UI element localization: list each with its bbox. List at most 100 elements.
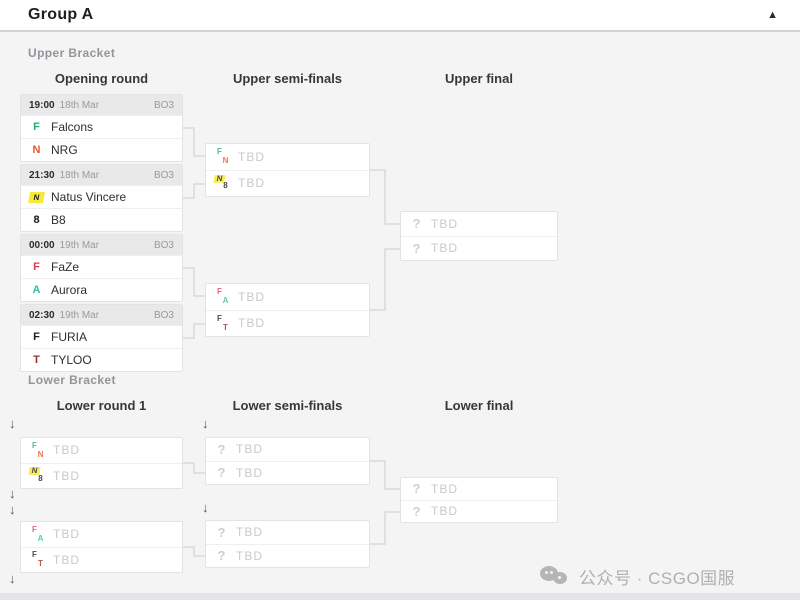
slot-label: TBD	[236, 465, 263, 480]
watermark-text: 公众号 · CSGO国服	[579, 569, 736, 588]
candidate-logos: F A	[29, 524, 46, 544]
match-format: BO3	[153, 309, 174, 321]
candidate-logos: N 8	[213, 174, 231, 192]
match-header: 00:00 19th Mar BO3	[21, 235, 182, 255]
match-card[interactable]: 21:30 18th Mar BO3 N Natus Vincere 8 B8	[20, 164, 183, 232]
team-slot: N 8 TBD	[21, 462, 182, 489]
tyloo-logo-icon: T	[33, 353, 40, 366]
match-card[interactable]: 00:00 19th Mar BO3 F FaZe A Aurora	[20, 234, 183, 302]
column-header-lower-semi-finals: Lower semi-finals	[232, 398, 343, 413]
candidate-logos: F T	[214, 313, 231, 333]
match-card[interactable]: F N TBD N 8 TBD	[20, 437, 183, 489]
candidate-logos: F A	[214, 287, 231, 307]
question-icon: ?	[412, 216, 421, 232]
match-format: BO3	[153, 99, 174, 111]
team-name: NRG	[51, 143, 78, 157]
faze-logo-icon: F	[33, 260, 40, 273]
team-name: B8	[51, 213, 66, 227]
match-card[interactable]: F A TBD F T TBD	[205, 283, 370, 337]
b8-logo-icon: 8	[33, 213, 40, 226]
match-header: 21:30 18th Mar BO3	[21, 165, 182, 185]
faze-logo-icon: F	[32, 524, 37, 534]
nrg-logo-icon: N	[222, 156, 229, 166]
team-name: Falcons	[51, 120, 94, 134]
match-date: 18th Mar	[59, 99, 100, 111]
team-row: N Natus Vincere	[21, 185, 182, 208]
slot-label: TBD	[431, 481, 458, 496]
question-icon: ?	[412, 481, 421, 497]
match-format: BO3	[153, 169, 174, 181]
column-header-upper-final: Upper final	[445, 71, 513, 86]
collapse-icon[interactable]: ▲	[767, 8, 778, 21]
b8-logo-icon: 8	[223, 181, 228, 191]
slot-label: TBD	[431, 504, 458, 519]
slot-label: TBD	[53, 552, 80, 567]
drop-down-icon: ↓	[9, 416, 16, 431]
candidate-logos: F T	[29, 550, 46, 570]
team-slot: ? TBD	[401, 499, 557, 523]
match-card[interactable]: 02:30 19th Mar BO3 F FURIA T TYLOO	[20, 304, 183, 372]
team-row: A Aurora	[21, 278, 182, 301]
horizontal-scrollbar[interactable]	[0, 593, 800, 600]
column-header-upper-semi-finals: Upper semi-finals	[232, 71, 343, 86]
drop-down-icon: ↓	[9, 571, 16, 586]
team-slot: ? TBD	[206, 543, 369, 568]
drop-down-icon: ↓	[202, 500, 209, 515]
team-slot: ? TBD	[206, 438, 369, 461]
match-card[interactable]: 19:00 18th Mar BO3 F Falcons N NRG	[20, 94, 183, 162]
tyloo-logo-icon: T	[223, 322, 228, 332]
team-row: N NRG	[21, 138, 182, 161]
match-card[interactable]: ? TBD ? TBD	[205, 520, 370, 568]
group-header: Group A ▲	[0, 0, 800, 32]
team-slot: ? TBD	[401, 478, 557, 500]
team-row: F Falcons	[21, 115, 182, 138]
team-slot: F A TBD	[21, 522, 182, 547]
match-card[interactable]: F N TBD N 8 TBD	[205, 143, 370, 197]
team-name: TYLOO	[51, 353, 92, 367]
question-icon: ?	[412, 240, 421, 256]
slot-label: TBD	[238, 176, 265, 191]
team-slot: F T TBD	[21, 546, 182, 573]
aurora-logo-icon: A	[32, 283, 41, 296]
slot-label: TBD	[53, 443, 80, 458]
team-slot: F T TBD	[206, 309, 369, 337]
aurora-logo-icon: A	[37, 533, 44, 543]
b8-logo-icon: 8	[38, 473, 43, 483]
slot-label: TBD	[236, 442, 263, 457]
team-slot: ? TBD	[401, 235, 557, 261]
watermark: 公众号 · CSGO国服	[540, 564, 735, 589]
navi-logo-icon: N	[28, 191, 45, 203]
furia-logo-icon: F	[217, 313, 222, 323]
slot-label: TBD	[431, 216, 458, 231]
question-icon: ?	[217, 524, 226, 540]
slot-label: TBD	[53, 468, 80, 483]
lower-bracket-label: Lower Bracket	[28, 373, 116, 387]
falcons-logo-icon: F	[217, 147, 222, 157]
team-slot: N 8 TBD	[206, 169, 369, 197]
slot-label: TBD	[238, 149, 265, 164]
question-icon: ?	[412, 503, 421, 519]
nrg-logo-icon: N	[32, 143, 41, 156]
match-card[interactable]: ? TBD ? TBD	[400, 211, 558, 261]
match-header: 19:00 18th Mar BO3	[21, 95, 182, 115]
drop-down-icon: ↓	[9, 486, 16, 501]
tyloo-logo-icon: T	[38, 559, 43, 569]
team-slot: ? TBD	[401, 212, 557, 236]
team-slot: ? TBD	[206, 460, 369, 485]
drop-down-icon: ↓	[202, 416, 209, 431]
match-card[interactable]: ? TBD ? TBD	[205, 437, 370, 485]
candidate-logos: F N	[29, 440, 46, 460]
match-card[interactable]: ? TBD ? TBD	[400, 477, 558, 523]
candidate-logos: F N	[214, 147, 231, 167]
match-card[interactable]: F A TBD F T TBD	[20, 521, 183, 573]
slot-label: TBD	[53, 527, 80, 542]
team-name: FaZe	[51, 260, 80, 274]
slot-label: TBD	[236, 525, 263, 540]
team-name: Aurora	[51, 283, 88, 297]
falcons-logo-icon: F	[33, 120, 40, 133]
falcons-logo-icon: F	[32, 440, 37, 450]
team-slot: ? TBD	[206, 521, 369, 544]
slot-label: TBD	[238, 289, 265, 304]
team-slot: F A TBD	[206, 284, 369, 310]
match-time: 19:00	[29, 99, 55, 111]
